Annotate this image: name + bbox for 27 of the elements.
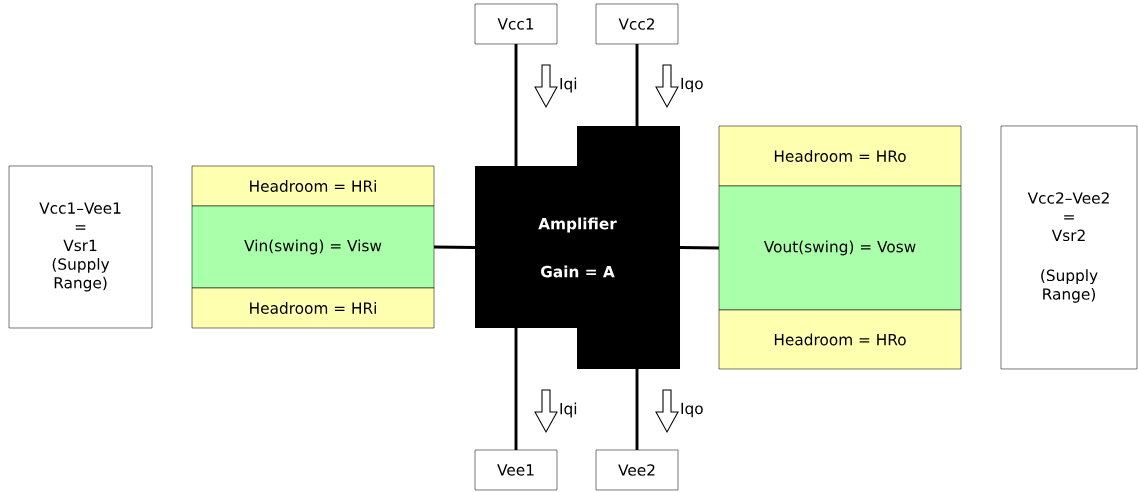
swing-band: Vout(swing) = Vosw	[718, 185, 962, 311]
connector-line	[635, 44, 639, 126]
connector-line	[434, 245, 475, 249]
current-label: Iqi	[560, 402, 577, 418]
supply-rail-box: Vcc1	[474, 3, 558, 45]
connector-line	[514, 44, 518, 166]
supply-range-box: Vcc1–Vee1 = Vsr1 (Supply Range)	[8, 165, 153, 329]
direction-arrow	[655, 64, 679, 109]
headroom-band: Headroom = HRo	[718, 125, 962, 187]
amplifier-block: Amplifier Gain = A	[475, 126, 680, 369]
supply-range-box: Vcc2–Vee2 = Vsr2 (Supply Range)	[1000, 125, 1138, 370]
headroom-band: Headroom = HRi	[191, 165, 435, 207]
connector-line	[679, 246, 720, 250]
supply-rail-box: Vcc2	[595, 3, 679, 45]
supply-rail-box: Vee2	[595, 449, 679, 491]
current-label: Iqo	[681, 77, 703, 93]
headroom-band: Headroom = HRo	[718, 309, 962, 370]
current-label: Iqo	[681, 402, 703, 418]
direction-arrow	[534, 64, 558, 109]
direction-arrow	[534, 389, 558, 434]
connector-line	[635, 369, 639, 450]
direction-arrow	[655, 389, 679, 434]
swing-band: Vin(swing) = Visw	[191, 205, 435, 289]
headroom-band: Headroom = HRi	[191, 287, 435, 329]
connector-line	[514, 328, 518, 450]
supply-rail-box: Vee1	[474, 449, 558, 491]
current-label: Iqi	[560, 77, 577, 93]
